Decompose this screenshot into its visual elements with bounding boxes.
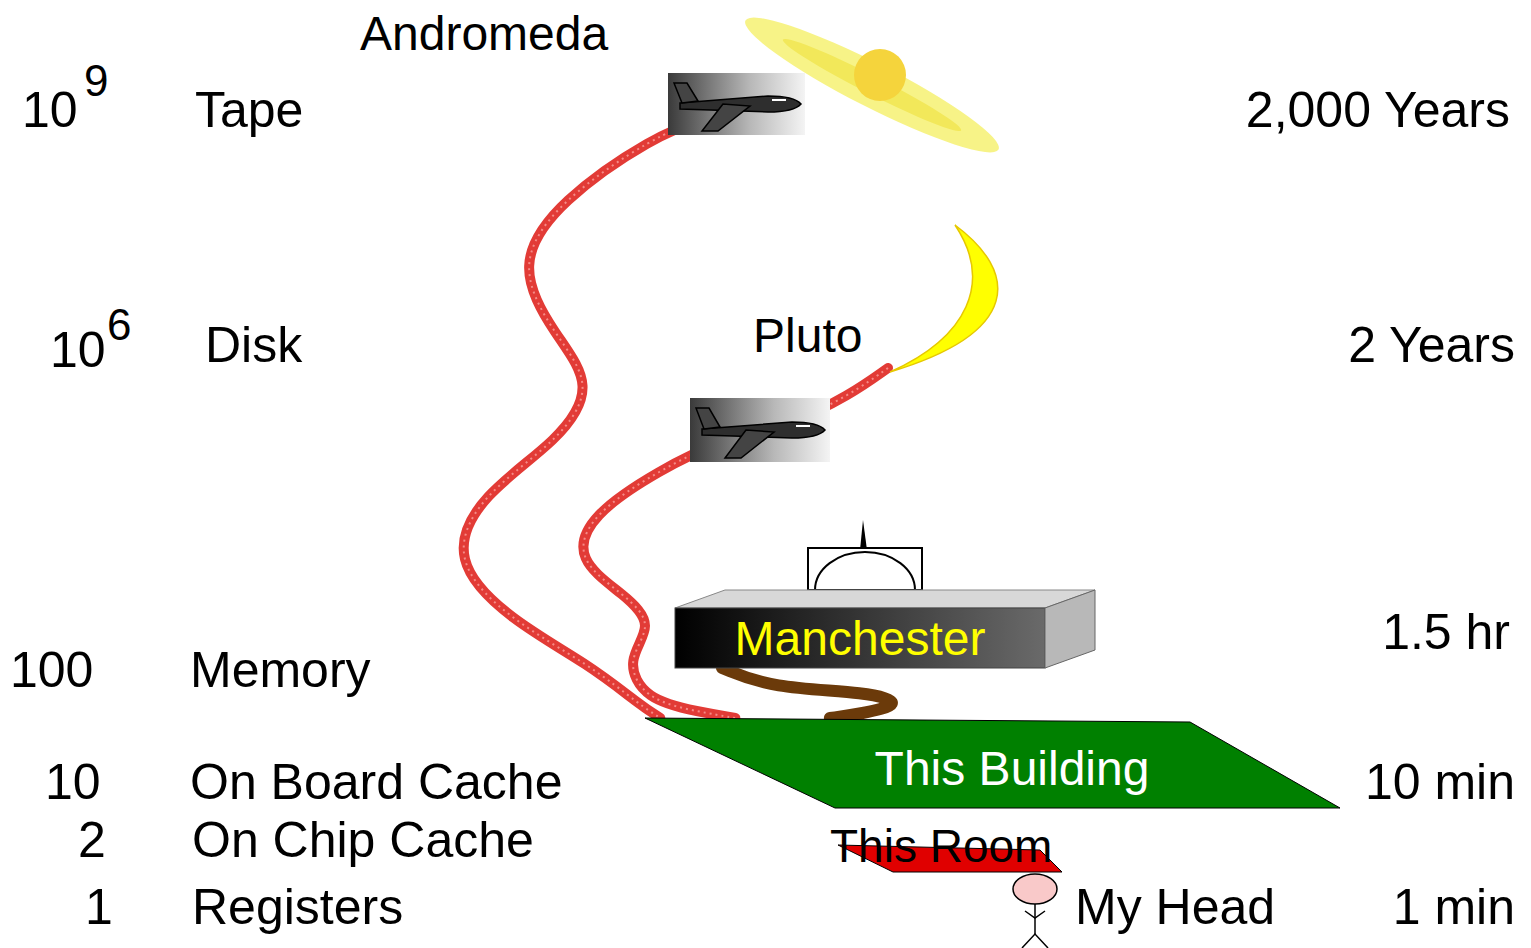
green-plate [645, 718, 1340, 808]
room-plate: This Room [828, 815, 1092, 875]
crescent-outline [890, 225, 998, 372]
scale-number: 10 [50, 322, 106, 380]
planet-crescent: Pluto [888, 222, 1012, 375]
storage-level: Tape [195, 82, 303, 140]
scale-exponent: 6 [107, 300, 131, 351]
place-label: My Head [1075, 879, 1275, 937]
airplane-icon [668, 73, 805, 135]
scale-number: 2 [78, 812, 106, 870]
box-front [675, 608, 1045, 668]
scale-number: 1 [85, 879, 113, 937]
storage-level: Disk [205, 317, 302, 375]
scale-number: 10 [45, 754, 101, 812]
node-label: This Room [830, 820, 1052, 873]
stick-figure [1013, 874, 1057, 948]
time-label: 1 min [1393, 879, 1515, 937]
time-label: 10 min [1365, 754, 1515, 812]
node-outline [740, 18, 1000, 152]
storage-level: Memory [190, 642, 371, 700]
dome-frame [808, 548, 922, 590]
building-plate: This Building [645, 718, 1340, 808]
scale-exponent: 9 [84, 56, 108, 107]
node-label: Manchester [735, 611, 986, 666]
node-label: Pluto [753, 308, 862, 363]
route-line [722, 668, 892, 718]
time-label: 1.5 hr [1382, 604, 1510, 662]
galaxy-shape: Andromeda [740, 18, 1000, 152]
antenna [860, 520, 867, 550]
galaxy-disc [735, 1, 1008, 169]
time-label: 2 Years [1348, 317, 1515, 375]
scale-number: 100 [10, 642, 93, 700]
box-side [1045, 590, 1095, 668]
box-top [675, 590, 1095, 608]
city-block: Manchester [675, 520, 1095, 668]
time-label: 2,000 Years [1246, 82, 1510, 140]
storage-level: On Board Cache [190, 754, 562, 812]
node-outline [888, 222, 1012, 375]
storage-level: On Chip Cache [192, 812, 534, 870]
scale-number: 10 [22, 82, 78, 140]
dome [815, 552, 915, 590]
airplane-icon [690, 398, 830, 462]
node-label: Andromeda [360, 6, 608, 61]
galaxy-band [779, 32, 965, 139]
galaxy-core [854, 49, 906, 101]
node-label: This Building [875, 741, 1150, 796]
storage-level: Registers [192, 879, 403, 937]
